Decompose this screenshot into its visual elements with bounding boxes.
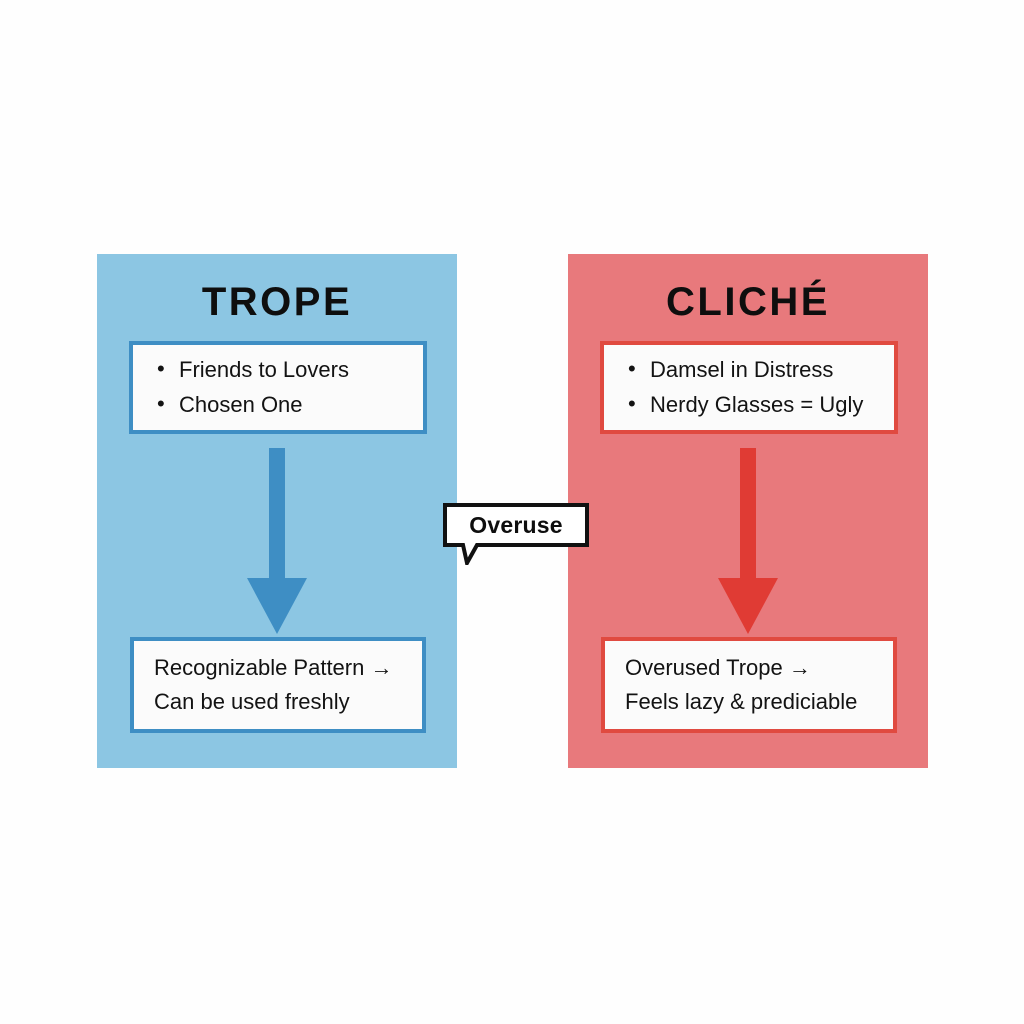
cliche-outcome-box: Overused Trope → Feels lazy & prediciabl…: [601, 637, 897, 733]
trope-examples-list: Friends to Lovers Chosen One: [155, 352, 423, 422]
speech-bubble-shape: [443, 503, 589, 569]
panel-cliche: CLICHÉ Damsel in Distress Nerdy Glasses …: [568, 254, 928, 768]
trope-downward-arrow: [245, 448, 309, 634]
outcome-line: Recognizable Pattern →: [154, 654, 393, 680]
outcome-line: Feels lazy & prediciable: [625, 689, 858, 714]
panel-trope: TROPE Friends to Lovers Chosen One Recog…: [97, 254, 457, 768]
trope-outcome-box: Recognizable Pattern → Can be used fresh…: [130, 637, 426, 733]
panel-title-trope: TROPE: [201, 280, 353, 324]
overuse-callout: Overuse: [443, 503, 589, 569]
panel-title-cliche: CLICHÉ: [666, 280, 830, 324]
list-item: Nerdy Glasses = Ugly: [626, 386, 894, 422]
cliche-downward-arrow: [716, 448, 780, 634]
list-item: Friends to Lovers: [155, 352, 423, 387]
list-item: Chosen One: [155, 386, 423, 422]
cliche-examples-box: Damsel in Distress Nerdy Glasses = Ugly: [600, 341, 898, 434]
cliche-examples-list: Damsel in Distress Nerdy Glasses = Ugly: [626, 352, 894, 422]
list-item: Damsel in Distress: [626, 352, 894, 387]
outcome-line: Can be used freshly: [154, 689, 350, 714]
outcome-line: Overused Trope →: [625, 654, 811, 680]
trope-examples-box: Friends to Lovers Chosen One: [129, 341, 427, 434]
